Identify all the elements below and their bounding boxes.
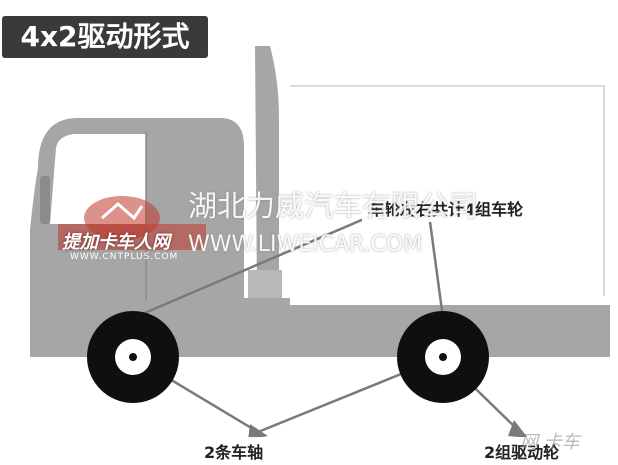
cntplus-logo [58,196,206,250]
arrowhead-drive [508,420,528,438]
label-drive-wheels: 2组驱动轮 [478,437,566,465]
arrowhead-axles [248,424,268,440]
front-wheel [87,311,179,403]
cntplus-logo-text: 提加卡车人网 [62,232,170,253]
rear-wheel [397,311,489,403]
label-axles: 2条车轴 [198,437,270,465]
watermark-company-url: WWW.LIWEICAR.COM [188,232,423,257]
side-mirror [40,176,50,224]
callout-line-front-wheel [132,205,393,320]
exhaust-stack [255,46,279,295]
cargo-box-outline [290,85,605,296]
title-badge: 4x2驱动形式 [2,16,208,58]
cntplus-logo-url: WWW.CNTPLUS.COM [70,252,179,262]
label-wheels-total: 车轮左右共计4组车轮 [362,194,530,222]
watermark-corner: 网 卡车 [520,432,580,453]
callout-line-rear-wheel-top [426,206,445,319]
watermark-company: 湖北力威汽车有限公司 [188,189,479,223]
